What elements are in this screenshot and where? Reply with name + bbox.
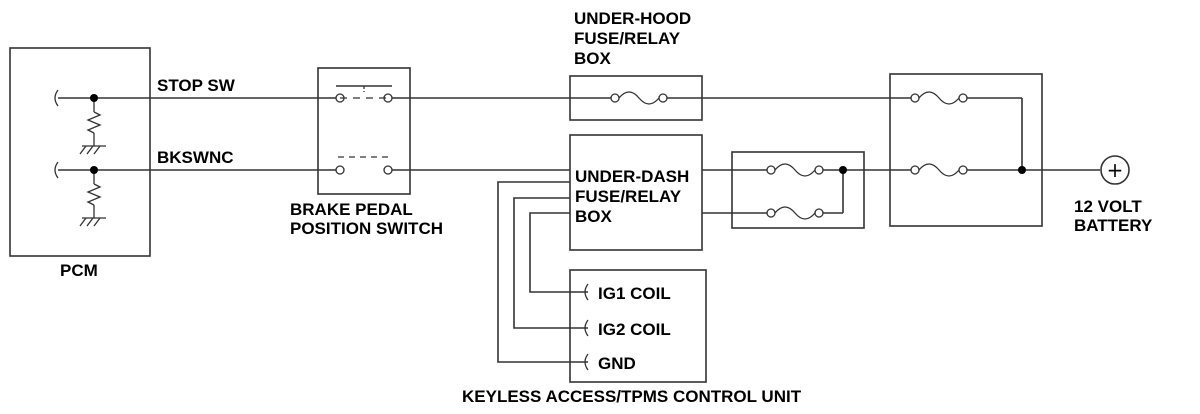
junction-dot (90, 94, 98, 102)
keyless-access-control-unit: IG1 COIL IG2 COIL GND KEYLESS ACCESS/TPM… (462, 269, 802, 406)
pcm-box (9, 47, 151, 257)
pcm-module: PCM (9, 47, 151, 280)
bkswnc-label: BKSWNC (157, 148, 234, 167)
ig1-coil-label: IG1 COIL (598, 284, 671, 303)
keyless-unit-label: KEYLESS ACCESS/TPMS CONTROL UNIT (462, 387, 802, 406)
under-dash-label-line2: FUSE/RELAY (575, 187, 682, 206)
under-hood-label-line3: BOX (574, 49, 612, 68)
under-hood-label-line2: FUSE/RELAY (574, 29, 681, 48)
pcm-resistor-2 (79, 170, 106, 227)
pcm-label: PCM (60, 261, 98, 280)
wire-gnd (497, 181, 588, 363)
stop-sw-label: STOP SW (157, 76, 236, 95)
battery-label-line2: BATTERY (1074, 216, 1153, 235)
under-dash-label-line1: UNDER-DASH (575, 167, 689, 186)
brake-pedal-position-switch: BRAKE PEDAL POSITION SWITCH (290, 67, 443, 238)
wire-ig2 (513, 197, 588, 329)
fuse-box-main (889, 73, 1043, 227)
pcm-connector-bksw (54, 161, 59, 179)
battery-symbol-icon (1100, 155, 1130, 185)
brake-switch-label-line1: BRAKE PEDAL (290, 200, 413, 219)
gnd-label: GND (598, 354, 636, 373)
wire-ig1 (529, 212, 588, 293)
pcm-resistor-1 (79, 98, 106, 155)
under-dash-fuse-box: UNDER-DASH FUSE/RELAY BOX (569, 134, 703, 251)
pcm-connector-stop (54, 89, 59, 107)
battery-label-line1: 12 VOLT (1074, 197, 1142, 216)
under-hood-label-line1: UNDER-HOOD (574, 9, 691, 28)
battery-plus-icon: + (1107, 158, 1124, 182)
battery: + 12 VOLT BATTERY (1042, 155, 1153, 235)
ig2-coil-label: IG2 COIL (598, 320, 671, 339)
under-hood-fuse-box: UNDER-HOOD FUSE/RELAY BOX (569, 9, 703, 121)
brake-switch-label-line2: POSITION SWITCH (290, 219, 443, 238)
under-dash-label-line3: BOX (575, 207, 613, 226)
fuse-box-2 (731, 151, 890, 229)
junction-dot (90, 166, 98, 174)
